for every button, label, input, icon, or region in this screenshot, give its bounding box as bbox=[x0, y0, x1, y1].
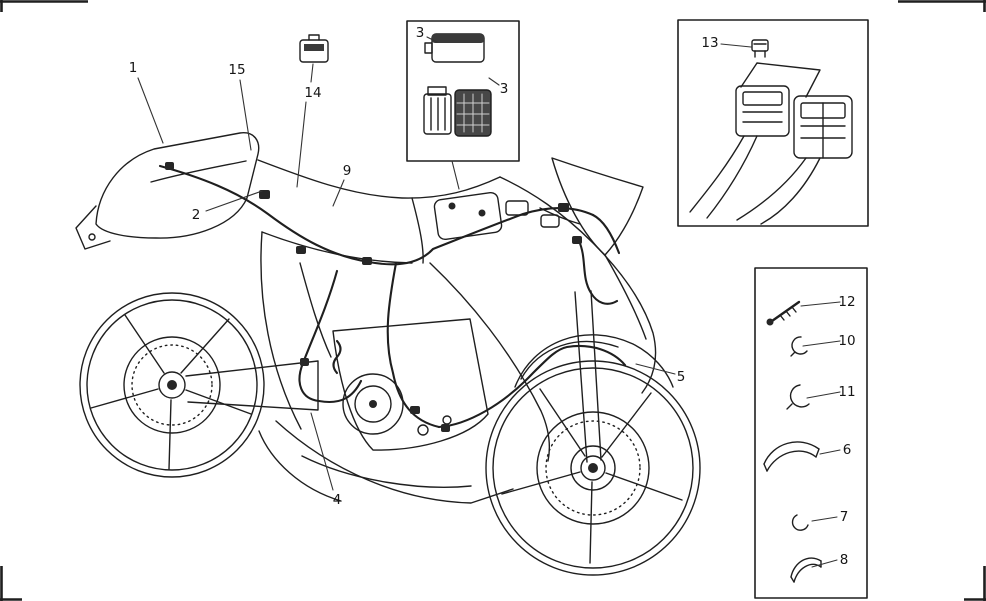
callout-label-2: 2 bbox=[192, 207, 201, 223]
connector-block-icon bbox=[423, 86, 452, 135]
belly-pan bbox=[275, 420, 514, 504]
connector-icon bbox=[259, 190, 270, 199]
connector-icon bbox=[410, 406, 420, 414]
rear-wheel bbox=[79, 292, 265, 478]
connector-14-icon bbox=[299, 34, 329, 83]
callout-leader-8 bbox=[811, 559, 838, 568]
inset-fuse-box bbox=[677, 19, 869, 227]
rear-wheel-spokes bbox=[90, 314, 252, 470]
connector-icon bbox=[441, 424, 450, 432]
callout-leader-7 bbox=[811, 516, 838, 522]
wiring-harness bbox=[158, 162, 627, 432]
connector-icon bbox=[165, 162, 174, 170]
connector-icon bbox=[558, 203, 569, 212]
callout-leader-10 bbox=[802, 340, 841, 347]
callout-label-3: 3 bbox=[416, 25, 425, 41]
callout-leader-4 bbox=[310, 412, 334, 491]
callout-label-6: 6 bbox=[843, 442, 852, 458]
side-fairing bbox=[429, 262, 550, 462]
tank-top-line bbox=[257, 159, 501, 199]
connector-block-icon bbox=[454, 89, 492, 137]
callout-label-15: 15 bbox=[228, 62, 245, 78]
front-fender-inner bbox=[520, 340, 619, 380]
callout-layer: 1 15 14 2 9 3 3 13 5 4 12 10 11 6 7 8 bbox=[129, 25, 856, 568]
exhaust-line bbox=[301, 455, 472, 488]
screw-icon bbox=[766, 300, 801, 326]
relay-icon bbox=[424, 33, 485, 63]
frame-downtube bbox=[299, 262, 332, 358]
callout-label-11: 11 bbox=[838, 384, 855, 400]
connector-icon bbox=[505, 200, 529, 216]
callout-label-13: 13 bbox=[701, 35, 718, 51]
lower-front-branch bbox=[437, 344, 627, 429]
fuse-box-wires bbox=[689, 135, 821, 225]
retaining-clip-icon bbox=[786, 384, 810, 410]
fairing-left-edge bbox=[260, 231, 302, 430]
front-wheel bbox=[485, 360, 701, 576]
front-fender bbox=[514, 334, 674, 388]
fuse-box-icon bbox=[735, 62, 853, 159]
callout-leader-14 bbox=[296, 101, 307, 188]
belly-pan-lip bbox=[258, 430, 342, 502]
fairing-inner-line bbox=[604, 254, 647, 340]
inset-link-line bbox=[451, 160, 460, 190]
callout-leader-3 bbox=[488, 77, 500, 86]
callout-label-3: 3 bbox=[500, 81, 509, 97]
clip-icon bbox=[791, 514, 809, 531]
seat-line bbox=[150, 160, 247, 183]
callout-label-7: 7 bbox=[840, 509, 849, 525]
inset-relays bbox=[406, 20, 520, 190]
hose-guide-icon bbox=[763, 441, 820, 472]
callout-label-14: 14 bbox=[304, 85, 321, 101]
ecu-unit bbox=[433, 191, 503, 241]
swingarm bbox=[185, 360, 319, 411]
center-branch bbox=[386, 261, 441, 429]
motorcycle-illustration bbox=[75, 132, 701, 576]
steering-head bbox=[411, 197, 424, 264]
callout-label-12: 12 bbox=[838, 294, 855, 310]
callout-label-5: 5 bbox=[677, 369, 686, 385]
callout-leader-13 bbox=[720, 43, 752, 48]
front-wheel-spokes bbox=[501, 388, 683, 564]
callout-leader-3 bbox=[426, 36, 438, 43]
windscreen bbox=[551, 157, 644, 256]
callout-leader-12 bbox=[800, 301, 841, 307]
callout-leader-2 bbox=[205, 190, 263, 212]
fuse-icon bbox=[751, 39, 769, 58]
front-fairing bbox=[499, 176, 657, 394]
fork-legs bbox=[574, 290, 602, 463]
left-branch bbox=[298, 269, 363, 403]
frame-line bbox=[261, 231, 413, 264]
callout-label-10: 10 bbox=[838, 333, 855, 349]
callout-label-9: 9 bbox=[343, 163, 352, 179]
callout-label-8: 8 bbox=[840, 552, 849, 568]
callout-leader-11 bbox=[806, 391, 841, 399]
connector-icon bbox=[572, 236, 582, 244]
engine bbox=[301, 318, 489, 488]
callout-leader-6 bbox=[819, 449, 841, 455]
connector-icon bbox=[300, 358, 309, 366]
connector-icon bbox=[362, 257, 372, 265]
callout-label-4: 4 bbox=[333, 492, 342, 508]
tail-section bbox=[95, 132, 260, 239]
callout-label-1: 1 bbox=[129, 60, 138, 76]
tail-harness bbox=[158, 164, 371, 264]
clip-icon bbox=[790, 336, 808, 357]
callout-leader-1 bbox=[137, 77, 164, 144]
inset-fasteners bbox=[754, 267, 868, 599]
callout-leader-9 bbox=[332, 179, 345, 207]
callout-leader-5 bbox=[635, 363, 676, 375]
plate-hanger bbox=[75, 205, 111, 250]
bodywork bbox=[75, 132, 674, 504]
front-wires bbox=[577, 239, 619, 305]
connector-icon bbox=[540, 214, 560, 228]
wire-squiggle bbox=[332, 339, 342, 375]
connector-icon bbox=[296, 246, 306, 254]
callout-leader-15 bbox=[239, 79, 252, 151]
